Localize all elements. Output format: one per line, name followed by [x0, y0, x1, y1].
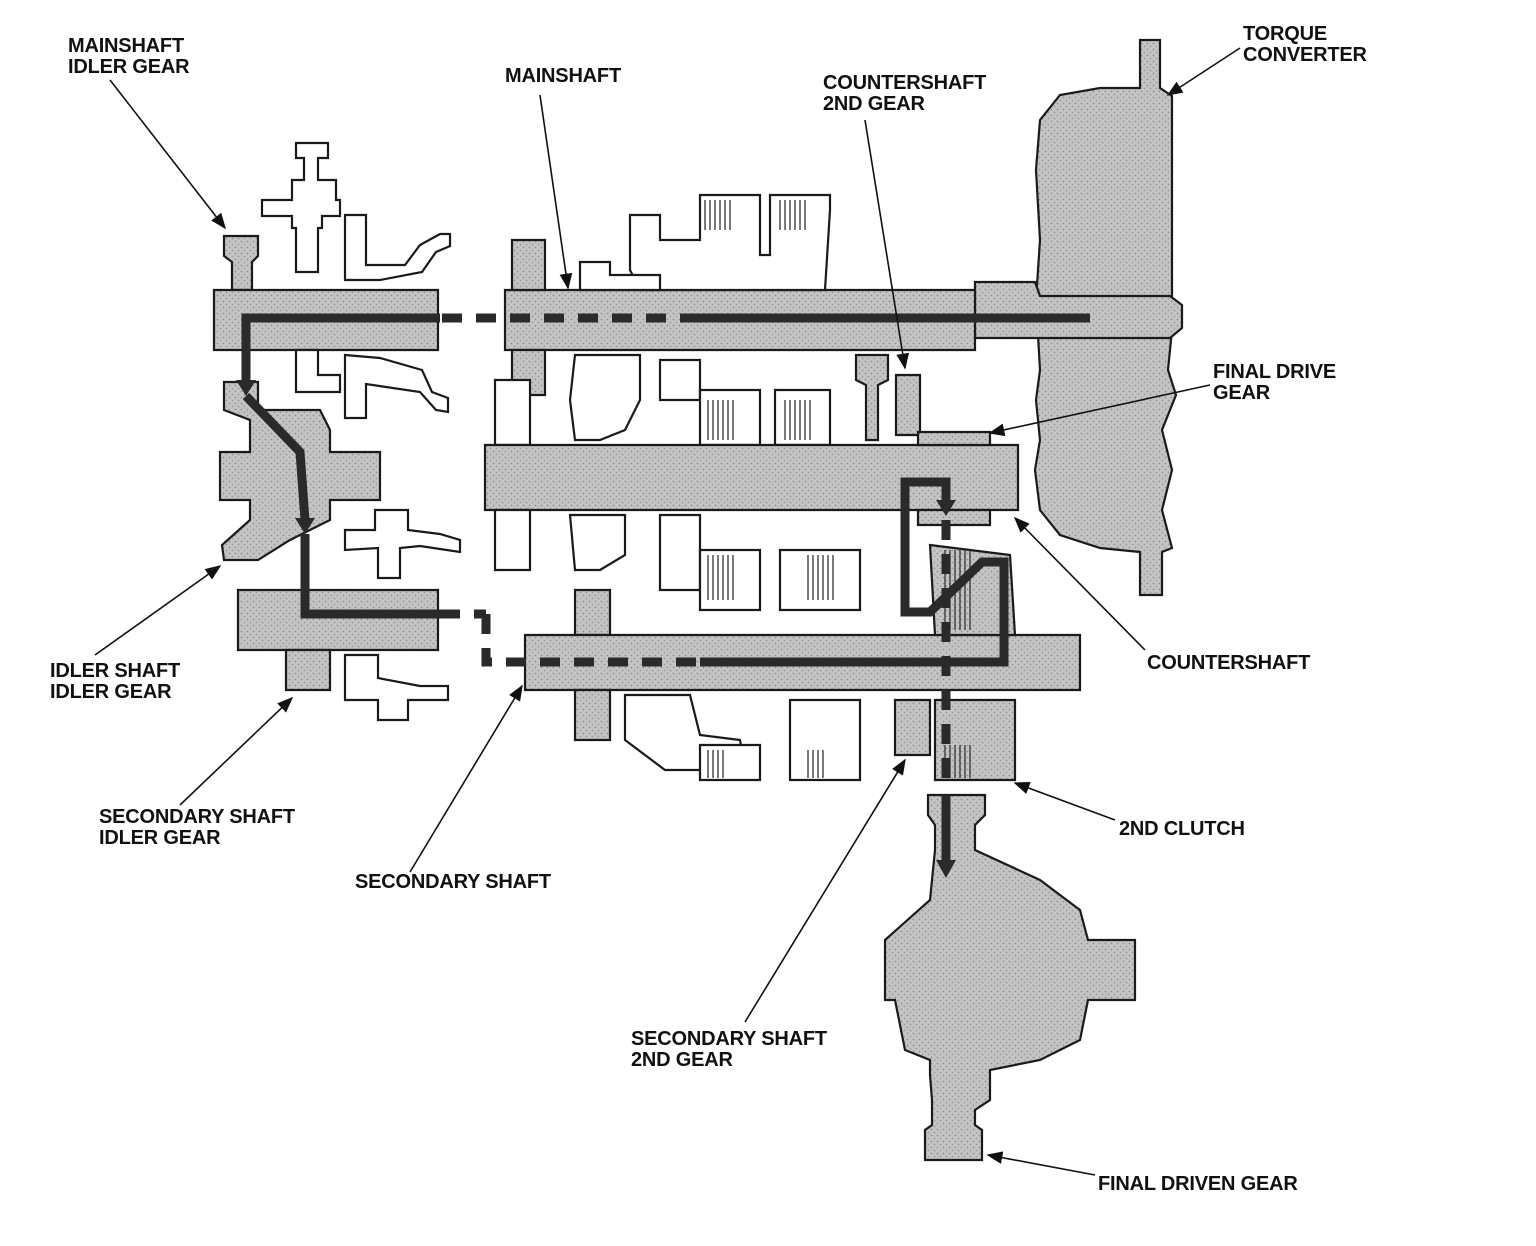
leader-countershaft-2nd-gear	[864, 119, 910, 370]
countershaft-body	[483, 378, 1020, 612]
leader-secondary-shaft-idler-gear	[179, 696, 294, 806]
label-mainshaft: MAINSHAFT	[505, 65, 621, 87]
leader-countershaft	[1013, 516, 1146, 651]
label-countershaft: COUNTERSHAFT	[1147, 652, 1311, 674]
torque-converter	[973, 38, 1184, 597]
power-flow-path	[236, 313, 1090, 878]
label-secondary-shaft: SECONDARY SHAFT	[355, 871, 551, 893]
label-2nd-clutch: 2ND CLUTCH	[1119, 818, 1245, 840]
leader-torque-converter	[1166, 47, 1241, 96]
leader-final-driven-gear	[986, 1151, 1096, 1176]
leader-mainshaft	[539, 94, 573, 290]
leader-mainshaft-idler-gear	[109, 79, 226, 230]
leader-secondary-shaft-2nd-gear	[744, 758, 906, 1023]
leader-lines	[94, 47, 1241, 1176]
leader-final-drive-gear	[988, 384, 1211, 437]
label-final-driven-gear: FINAL DRIVEN GEAR	[1098, 1173, 1298, 1195]
idler-gear-assembly	[212, 141, 462, 722]
leader-2nd-clutch	[1013, 781, 1116, 821]
secondary-shaft-body	[523, 543, 1082, 782]
leader-secondary-shaft	[409, 684, 523, 873]
leader-idler-shaft-idler-gear	[94, 565, 222, 656]
final-driven-gear-assembly	[883, 793, 1137, 1162]
